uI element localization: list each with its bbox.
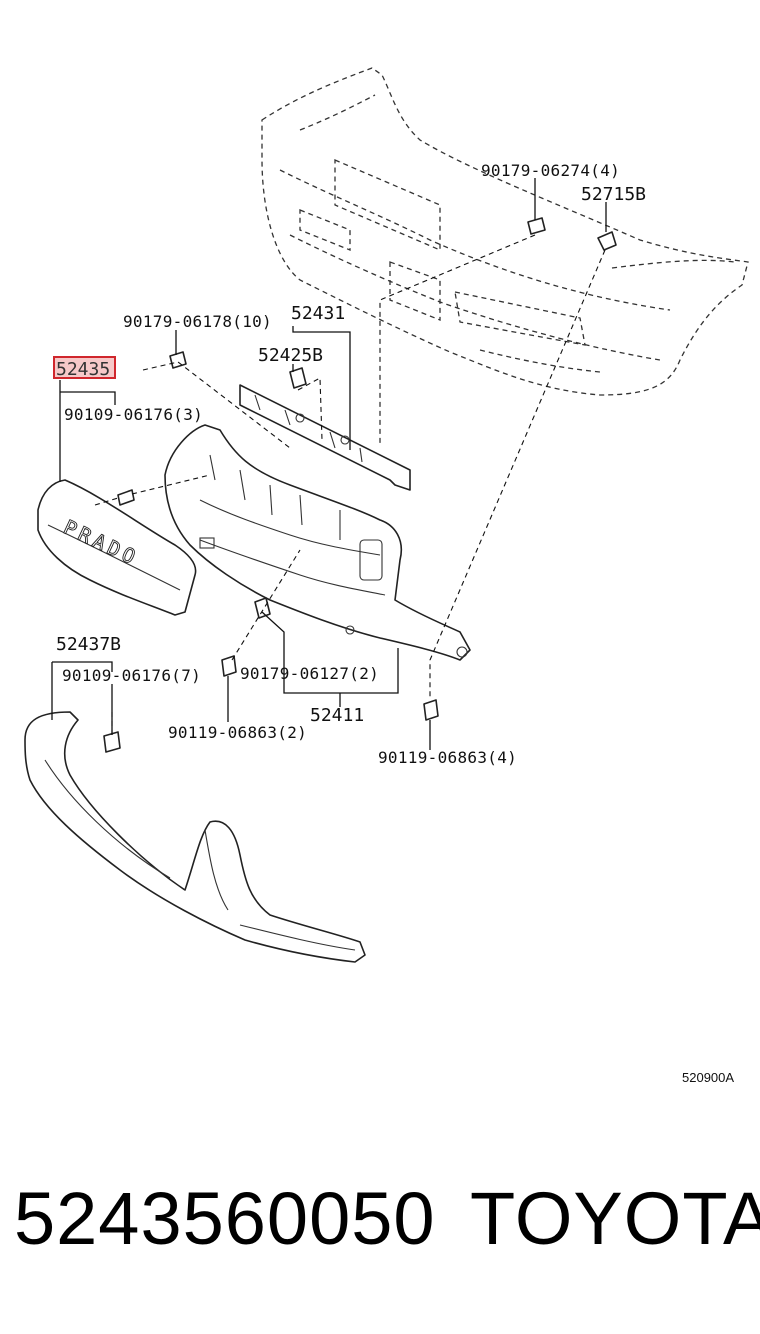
screw-90109-06176-3 xyxy=(117,489,135,506)
label-90179-06178: 90179-06178(10) xyxy=(123,312,272,331)
brand-name: TOYOTA xyxy=(470,1177,760,1260)
label-52437B: 52437B xyxy=(56,634,121,655)
bolt-90119-06863-4 xyxy=(423,699,439,721)
highlight-box-fill xyxy=(54,357,115,378)
highlight-box xyxy=(53,356,116,379)
label-52425B: 52425B xyxy=(258,345,323,366)
part-number: 5243560050 xyxy=(14,1177,436,1260)
front-bumper-outline xyxy=(261,67,749,396)
fasteners xyxy=(103,217,617,753)
label-90179-06127: 90179-06127(2) xyxy=(240,664,379,683)
lower-bumper-52437B xyxy=(24,711,366,963)
clip-52715B xyxy=(597,231,617,251)
bolt-90119-06863-2 xyxy=(221,655,237,677)
label-90109-06176-7: 90109-06176(7) xyxy=(62,666,201,685)
label-90119-06863-4: 90119-06863(4) xyxy=(378,748,517,767)
label-90179-06274: 90179-06274(4) xyxy=(481,161,620,180)
nut-90179-06274 xyxy=(527,217,546,235)
label-52411: 52411 xyxy=(310,705,364,726)
leader-lines xyxy=(51,178,607,750)
grille-support-52411 xyxy=(164,424,471,661)
label-52435: 52435 xyxy=(56,359,110,380)
label-52431: 52431 xyxy=(291,303,345,324)
label-90109-06176-3: 90109-06176(3) xyxy=(64,405,203,424)
bracket-52431 xyxy=(239,384,411,491)
clip-52425B xyxy=(289,367,307,389)
label-90119-06863-2: 90119-06863(2) xyxy=(168,723,307,742)
diagram-doc-id: 520900A xyxy=(682,1070,734,1085)
nut-90179-06127 xyxy=(254,597,271,619)
label-52715B: 52715B xyxy=(581,184,646,205)
parts-diagram: PRADO xyxy=(24,67,749,1085)
nut-90179-06178 xyxy=(169,351,187,369)
grille-52435: PRADO xyxy=(37,479,197,616)
screw-90109-06176-7 xyxy=(103,731,121,753)
